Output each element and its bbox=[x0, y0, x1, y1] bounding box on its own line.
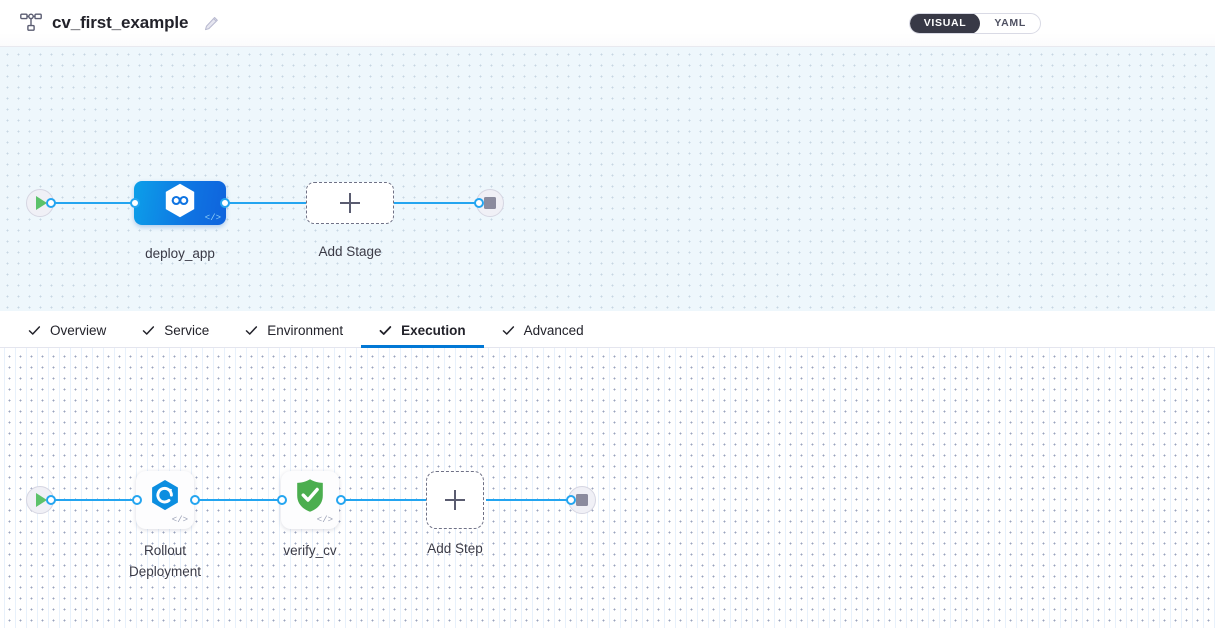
execution-graph-canvas[interactable]: </> Rollout Deployment </> verify_cv Add… bbox=[0, 348, 1215, 628]
plus-icon bbox=[445, 490, 465, 510]
edge-start-to-rollout bbox=[52, 499, 138, 501]
port-exec-end-in[interactable] bbox=[566, 495, 576, 505]
check-icon bbox=[502, 324, 515, 337]
play-icon bbox=[36, 196, 47, 210]
port-end-in[interactable] bbox=[474, 198, 484, 208]
add-stage-label: Add Stage bbox=[318, 244, 382, 259]
port-verify-out[interactable] bbox=[336, 495, 346, 505]
tab-environment[interactable]: Environment bbox=[227, 313, 361, 347]
add-step-label: Add Step bbox=[427, 541, 483, 556]
view-mode-toggle[interactable]: VISUAL YAML bbox=[908, 12, 1041, 34]
tab-advanced[interactable]: Advanced bbox=[484, 313, 602, 347]
toggle-option-visual[interactable]: VISUAL bbox=[909, 13, 981, 33]
toggle-option-yaml[interactable]: YAML bbox=[994, 16, 1026, 29]
page-title: cv_first_example bbox=[52, 13, 189, 32]
code-glyph-icon: </> bbox=[316, 515, 333, 525]
code-glyph-icon: </> bbox=[171, 515, 188, 525]
app-header: cv_first_example VISUAL YAML bbox=[0, 0, 1215, 47]
edge-rollout-to-verify bbox=[194, 499, 284, 501]
tab-label-overview: Overview bbox=[50, 322, 107, 338]
port-verify-in[interactable] bbox=[277, 495, 287, 505]
stop-icon bbox=[484, 197, 496, 209]
deployment-hexagon-icon bbox=[163, 183, 197, 224]
edge-verify-to-add-step bbox=[340, 499, 428, 501]
port-rollout-in[interactable] bbox=[132, 495, 142, 505]
play-icon bbox=[36, 493, 47, 507]
port-deploy-app-out[interactable] bbox=[220, 198, 230, 208]
stage-node-deploy-app[interactable]: </> bbox=[134, 181, 226, 225]
rollout-deployment-icon bbox=[149, 478, 181, 517]
execution-start[interactable] bbox=[26, 486, 54, 514]
stage-graph-canvas[interactable]: </> deploy_app Add Stage bbox=[0, 47, 1215, 311]
stage-config-tabs: Overview Service Environment Execution A… bbox=[0, 311, 1215, 348]
port-deploy-app-in[interactable] bbox=[130, 198, 140, 208]
pipeline-end[interactable] bbox=[476, 189, 504, 217]
stop-icon bbox=[576, 494, 588, 506]
check-icon bbox=[142, 324, 155, 337]
port-rollout-out[interactable] bbox=[190, 495, 200, 505]
edge-add-stage-to-end bbox=[394, 202, 482, 204]
code-glyph-icon: </> bbox=[204, 213, 221, 223]
step-label-rollout-deployment: Rollout Deployment bbox=[128, 543, 202, 579]
edge-start-to-deploy-app bbox=[52, 202, 136, 204]
pipeline-nodes-icon bbox=[20, 13, 42, 33]
tab-label-advanced: Advanced bbox=[523, 322, 584, 338]
add-step-button[interactable] bbox=[426, 471, 484, 529]
check-icon bbox=[28, 324, 41, 337]
execution-end[interactable] bbox=[568, 486, 596, 514]
port-start-out[interactable] bbox=[46, 198, 56, 208]
green-shield-check-icon bbox=[294, 477, 326, 518]
tab-service[interactable]: Service bbox=[124, 313, 227, 347]
check-icon bbox=[245, 324, 258, 337]
tab-execution[interactable]: Execution bbox=[361, 313, 484, 348]
plus-icon bbox=[340, 193, 360, 213]
tab-label-service: Service bbox=[164, 322, 210, 338]
tab-label-execution: Execution bbox=[401, 322, 466, 338]
tab-label-environment: Environment bbox=[267, 322, 344, 338]
port-exec-start-out[interactable] bbox=[46, 495, 56, 505]
step-node-rollout-deployment[interactable]: </> bbox=[136, 471, 194, 529]
check-icon bbox=[379, 324, 392, 337]
edge-add-step-to-end bbox=[486, 499, 574, 501]
edge-deploy-app-to-add-stage bbox=[224, 202, 308, 204]
step-node-verify-cv[interactable]: </> bbox=[281, 471, 339, 529]
add-stage-button[interactable] bbox=[306, 182, 394, 224]
pencil-icon[interactable] bbox=[204, 16, 219, 31]
stage-label-deploy-app: deploy_app bbox=[145, 246, 215, 261]
header-right-group: VISUAL YAML bbox=[908, 12, 1215, 34]
header-left-group: cv_first_example bbox=[0, 13, 219, 33]
step-label-verify-cv: verify_cv bbox=[283, 543, 337, 558]
tab-overview[interactable]: Overview bbox=[10, 313, 124, 347]
